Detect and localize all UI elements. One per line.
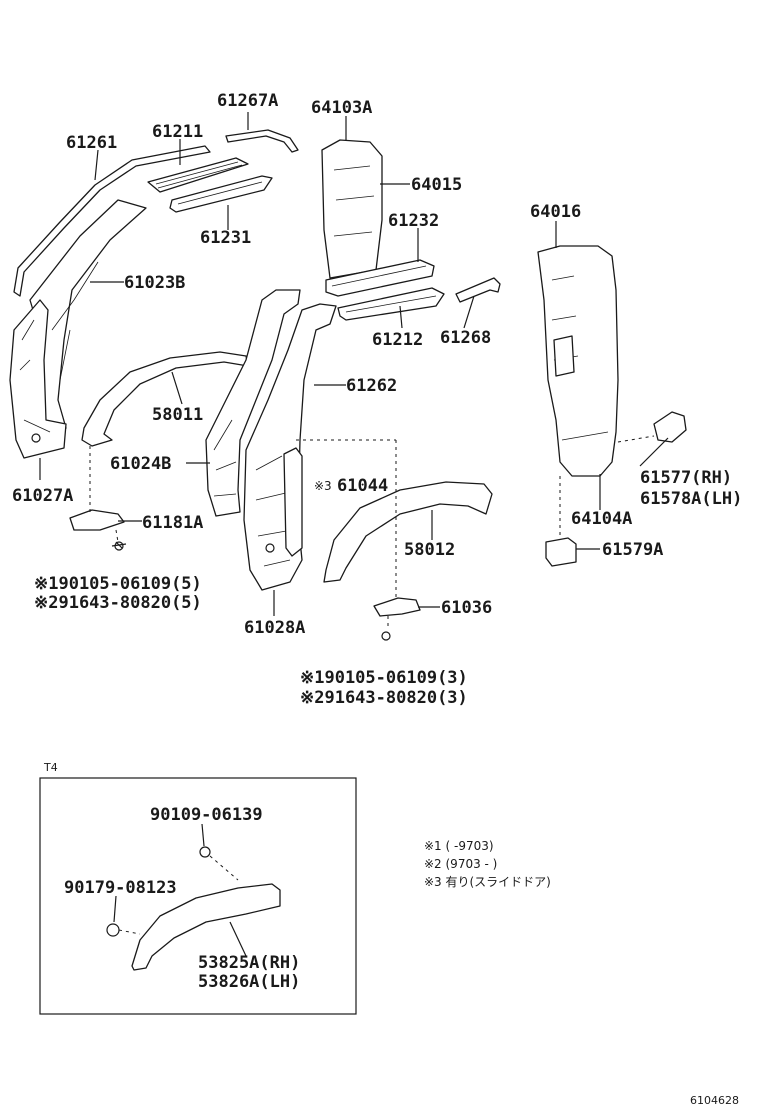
- label-bolt-mid-1: ※190105-06109(3): [300, 668, 468, 688]
- label-61044: 61044: [337, 476, 388, 496]
- note-1: ※1 ( -9703): [424, 839, 494, 853]
- part-61231-shape: [169, 175, 273, 213]
- part-61268-shape: [455, 277, 501, 303]
- label-61262: 61262: [346, 376, 397, 396]
- label-61261: 61261: [66, 133, 117, 153]
- part-61579A-shape: [545, 537, 577, 567]
- inset-label-bolt-1: 90109-06139: [150, 805, 263, 825]
- label-61212: 61212: [372, 330, 423, 350]
- label-61578A: 61578A(LH): [640, 489, 742, 509]
- label-bolt-left-2: ※291643-80820(5): [34, 593, 202, 613]
- label-61579A: 61579A: [602, 540, 663, 560]
- label-61267A: 61267A: [217, 91, 278, 111]
- label-bolt-mid-2: ※291643-80820(3): [300, 688, 468, 708]
- part-53825A-shape: [131, 883, 281, 971]
- label-58012: 58012: [404, 540, 455, 560]
- part-58012-shape: [323, 481, 493, 583]
- part-61027A-shape: [9, 299, 67, 459]
- label-61232: 61232: [388, 211, 439, 231]
- inset-label-bolt-2: 90179-08123: [64, 878, 177, 898]
- note-2: ※2 (9703 - ): [424, 857, 497, 871]
- inset-tag: T4: [43, 761, 58, 774]
- label-61181A: 61181A: [142, 513, 203, 533]
- label-61036: 61036: [441, 598, 492, 618]
- label-61027A: 61027A: [12, 486, 73, 506]
- inset-label-lh: 53826A(LH): [198, 972, 300, 992]
- part-61044-shape: [283, 447, 303, 557]
- clip-icon: [106, 923, 120, 937]
- bolt-icon: [199, 846, 211, 858]
- inset-label-rh: 53825A(RH): [198, 953, 300, 973]
- part-61267A-shape: [225, 129, 299, 153]
- part-61028A-shape: [243, 303, 337, 591]
- part-61024B-shape: [205, 289, 301, 517]
- label-61023B: 61023B: [124, 273, 185, 293]
- leader-lines: [39, 112, 669, 630]
- diagram-code: 6104628: [690, 1094, 739, 1107]
- part-61577-shape: [653, 411, 687, 443]
- label-61577: 61577(RH): [640, 468, 732, 488]
- part-58011-shape: [81, 351, 249, 447]
- label-61268: 61268: [440, 328, 491, 348]
- label-64015: 64015: [411, 175, 462, 195]
- label-64103A: 64103A: [311, 98, 372, 118]
- part-61232-shape: [325, 259, 435, 297]
- part-61261-shape: [13, 145, 211, 297]
- part-61211-shape: [147, 157, 249, 193]
- label-bolt-left-1: ※190105-06109(5): [34, 574, 202, 594]
- part-61212-shape: [337, 287, 445, 321]
- label-61044-mark: ※3: [314, 479, 332, 493]
- note-3: ※3 有り(スライドドア): [424, 875, 551, 889]
- label-61231: 61231: [200, 228, 251, 248]
- label-61211: 61211: [152, 122, 203, 142]
- label-64104A: 64104A: [571, 509, 632, 529]
- label-61028A: 61028A: [244, 618, 305, 638]
- part-64103A-shape: [321, 139, 383, 279]
- inset-t4: T4 90109-06139 90179-08123 53825A(RH) 53…: [39, 761, 357, 1015]
- label-64016: 64016: [530, 202, 581, 222]
- inset-frame: [39, 777, 357, 1015]
- label-61024B: 61024B: [110, 454, 171, 474]
- part-61036-shape: [373, 597, 421, 641]
- part-64104A-shape: [537, 245, 619, 477]
- label-58011: 58011: [152, 405, 203, 425]
- part-61181A-shape: [69, 509, 127, 551]
